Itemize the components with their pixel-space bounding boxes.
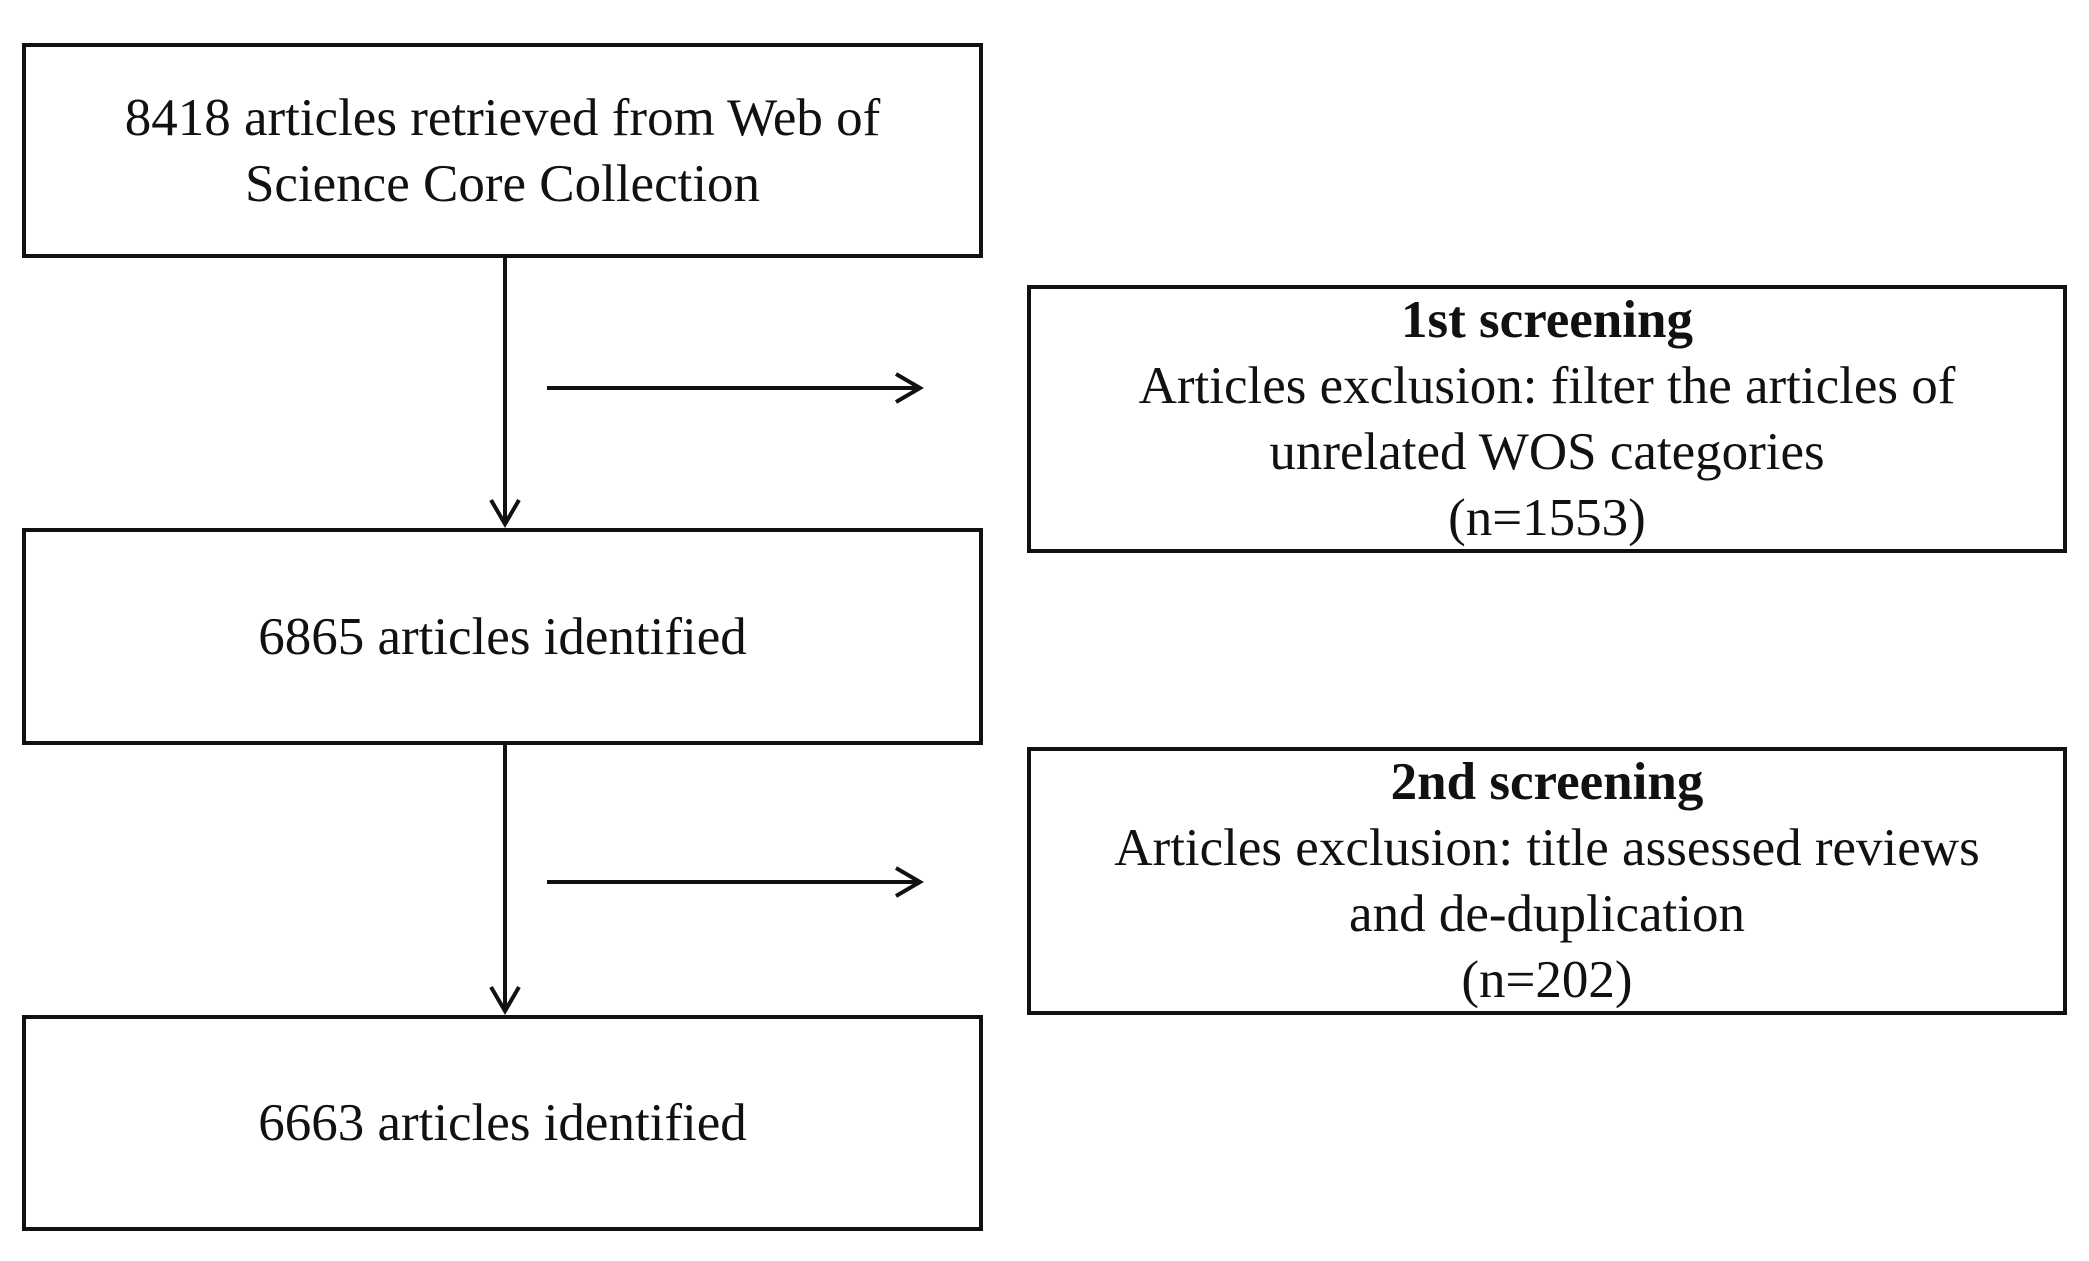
retrieved-articles-box: 8418 articles retrieved from Web of Scie… bbox=[22, 43, 983, 258]
second-screening-heading: 2nd screening bbox=[1390, 753, 1704, 811]
arrow-right-1 bbox=[547, 372, 924, 404]
retrieved-line-2: Science Core Collection bbox=[244, 154, 761, 213]
first-screening-heading: 1st screening bbox=[1401, 291, 1693, 349]
identified-articles-box-2: 6663 articles identified bbox=[22, 1015, 983, 1231]
arrow-down-1 bbox=[489, 258, 521, 528]
first-screening-line-1: Articles exclusion: filter the articles … bbox=[1138, 357, 1956, 415]
first-screening-box: 1st screening Articles exclusion: filter… bbox=[1027, 285, 2067, 553]
first-screening-count: (n=1553) bbox=[1448, 489, 1646, 547]
second-screening-line-1: Articles exclusion: title assessed revie… bbox=[1114, 819, 1980, 877]
identified-articles-box-1: 6865 articles identified bbox=[22, 528, 983, 745]
arrow-right-2 bbox=[547, 866, 924, 898]
identified-2-text: 6663 articles identified bbox=[258, 1094, 747, 1152]
identified-1-text: 6865 articles identified bbox=[258, 607, 747, 666]
second-screening-line-2: and de-duplication bbox=[1349, 885, 1745, 943]
retrieved-line-1: 8418 articles retrieved from Web of bbox=[124, 88, 881, 147]
second-screening-box: 2nd screening Articles exclusion: title … bbox=[1027, 747, 2067, 1015]
second-screening-count: (n=202) bbox=[1461, 951, 1633, 1009]
first-screening-line-2: unrelated WOS categories bbox=[1269, 423, 1825, 481]
arrow-down-2 bbox=[489, 745, 521, 1015]
